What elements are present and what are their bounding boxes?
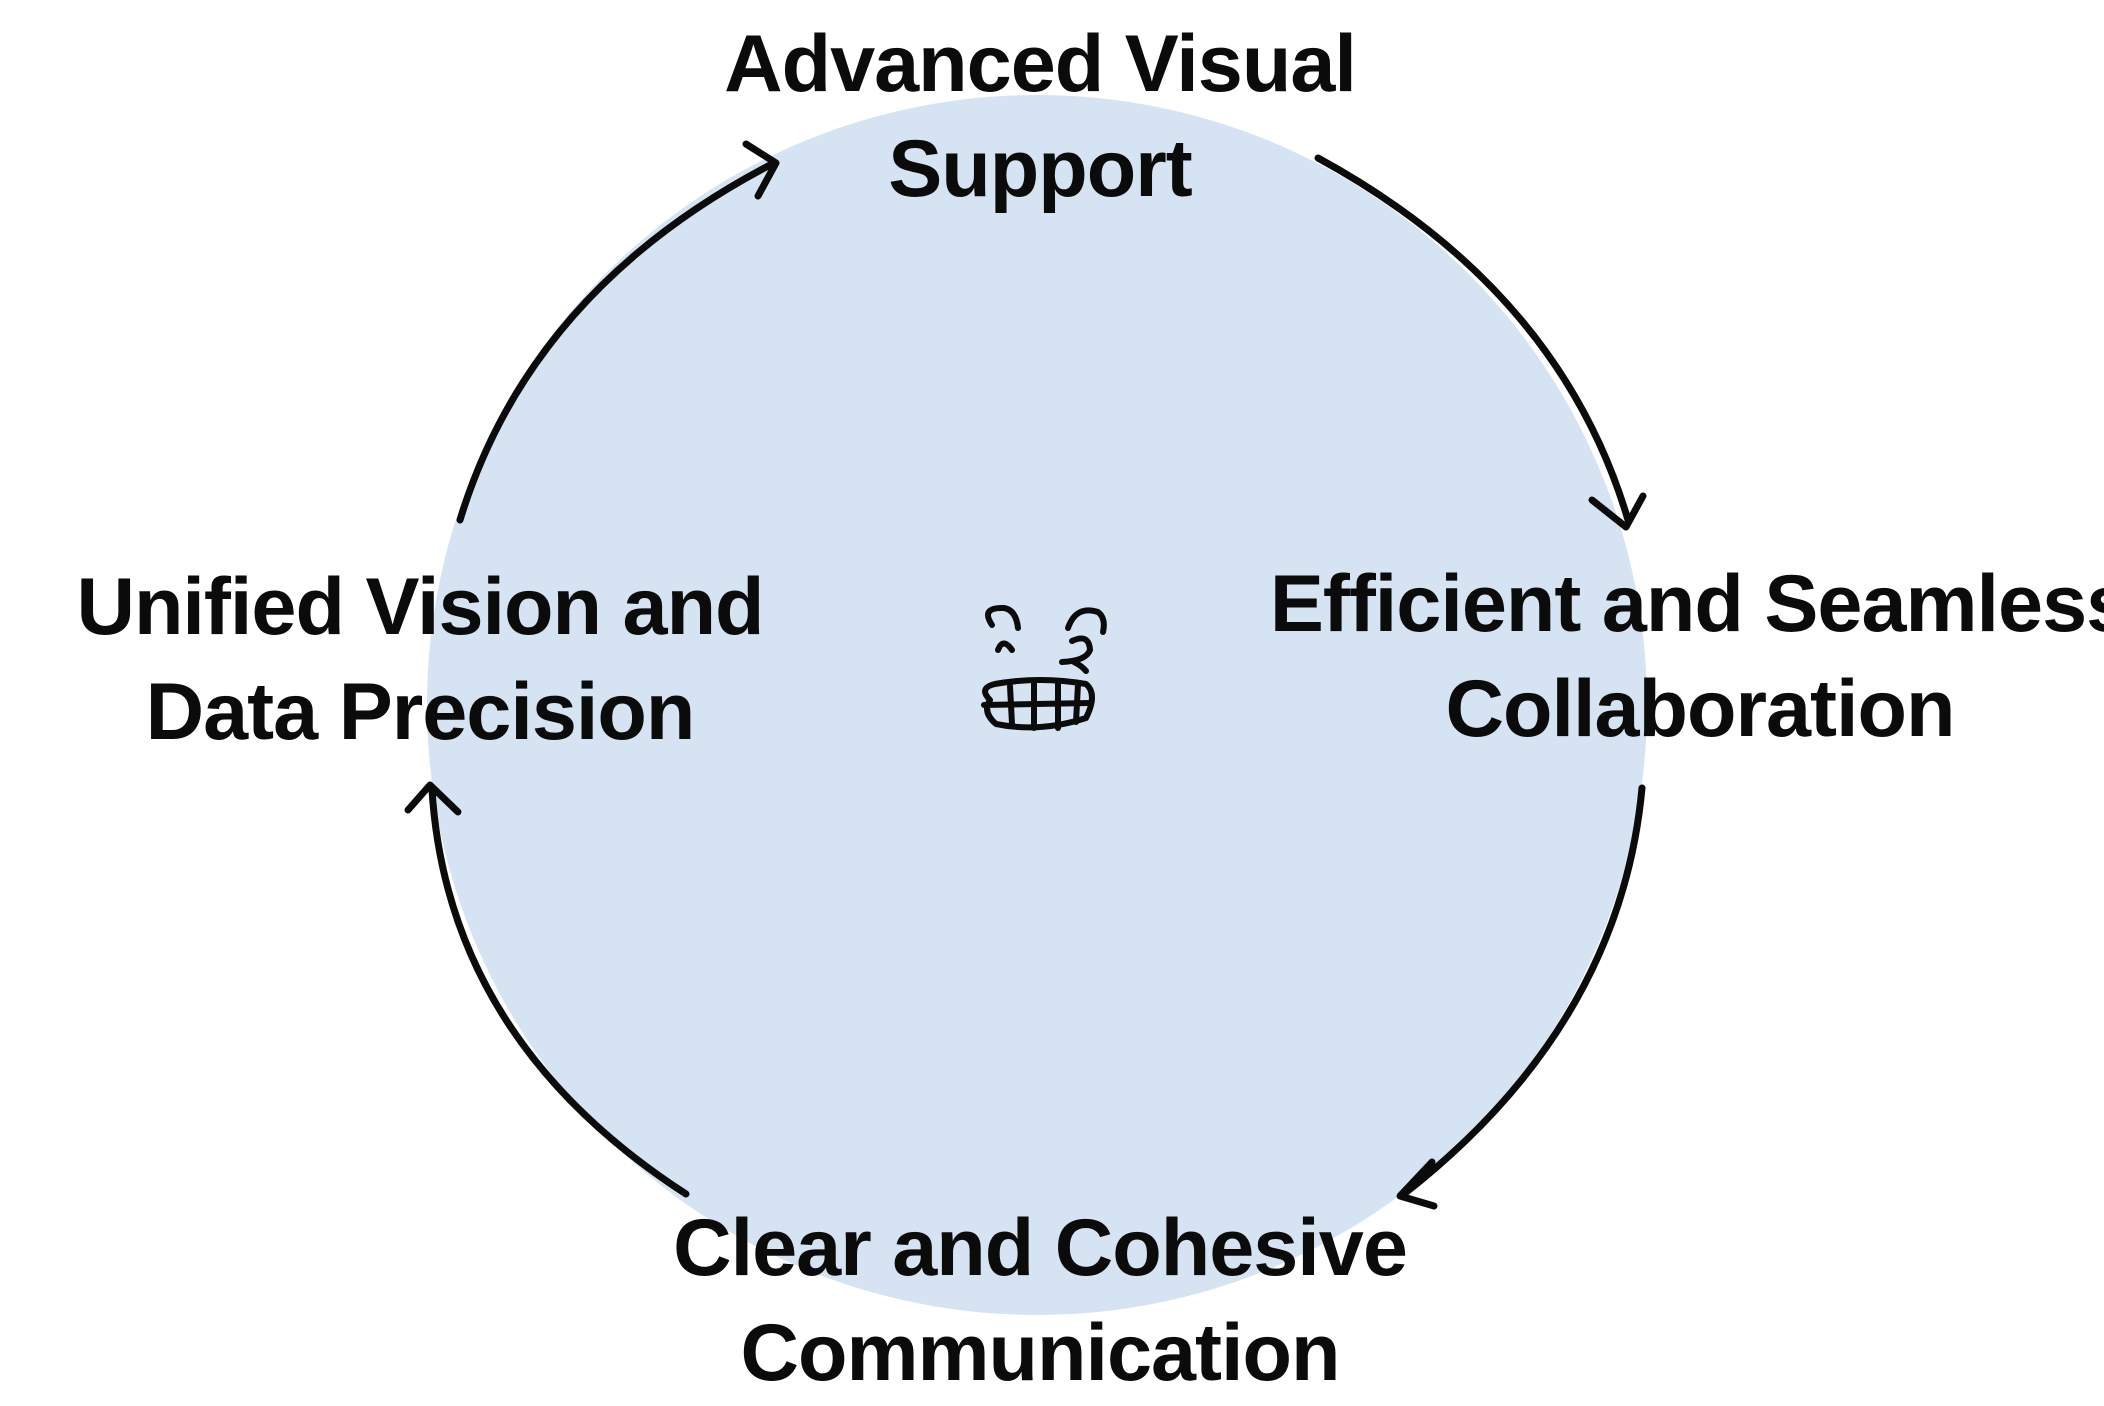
node-label-bottom-line1: Clear and Cohesive: [673, 1203, 1408, 1293]
arrow-top-to-right: [1314, 154, 1647, 531]
node-label-bottom-line2: Communication: [740, 1308, 1340, 1398]
node-label-right: Efficient and Seamless Collaboration: [1250, 552, 2104, 762]
grinning-face-icon: [981, 604, 1107, 731]
arrow-left-to-top: [456, 140, 780, 524]
arrow-right-to-bottom: [1396, 784, 1646, 1210]
node-label-right-line2: Collaboration: [1445, 664, 1956, 754]
node-label-top-line1: Advanced Visual: [724, 19, 1357, 109]
node-label-right-line1: Efficient and Seamless: [1269, 559, 2104, 649]
node-label-top-line2: Support: [888, 124, 1192, 214]
arrow-bottom-to-left: [404, 781, 690, 1198]
node-label-left-line2: Data Precision: [145, 667, 696, 757]
node-label-left: Unified Vision and Data Precision: [40, 555, 800, 765]
node-label-bottom: Clear and Cohesive Communication: [640, 1196, 1440, 1406]
node-label-top: Advanced Visual Support: [640, 12, 1440, 222]
node-label-left-line1: Unified Vision and: [76, 562, 764, 652]
